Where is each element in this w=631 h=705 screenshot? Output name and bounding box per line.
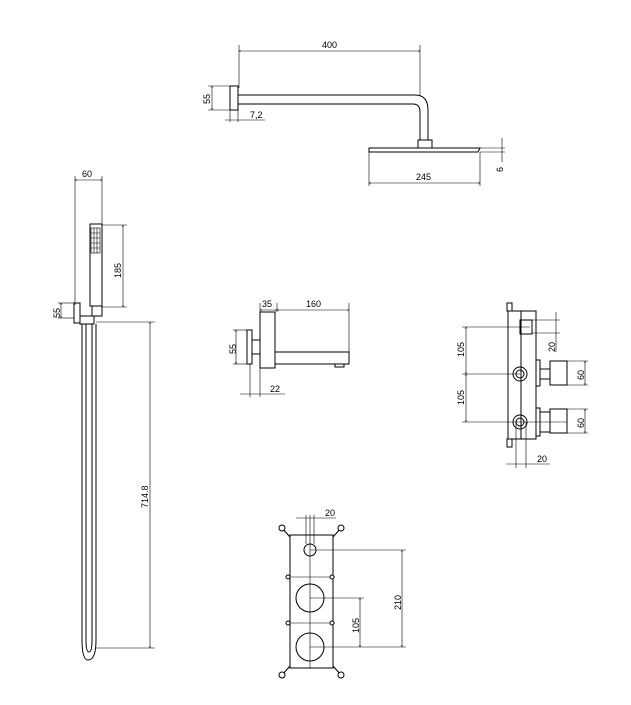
dim-flange-height: 55 — [202, 94, 212, 104]
valve-side-view: 105 105 20 60 60 20 — [456, 302, 588, 468]
dim-bracket-height: 55 — [52, 308, 62, 318]
dim-hose-length: 714.8 — [140, 485, 150, 508]
valve-plate — [289, 534, 334, 669]
dim-spout-flange-depth: 35 — [262, 299, 272, 309]
spout-flange — [246, 329, 253, 365]
shower-arm — [238, 94, 429, 140]
knob-top-plate — [535, 359, 541, 387]
dim-valve-top-offset: 20 — [547, 342, 557, 352]
dim-front-height-total: 210 — [393, 595, 403, 610]
shower-head — [368, 147, 481, 153]
arm-connector — [417, 139, 433, 149]
spray-face — [90, 227, 101, 254]
dim-valve-spacing-top: 105 — [456, 342, 466, 357]
dim-flange-depth: 7,2 — [250, 110, 263, 120]
dim-front-height-half: 105 — [351, 618, 361, 633]
valve-front-view: 20 210 105 — [278, 508, 406, 679]
dim-arm-length: 400 — [322, 40, 337, 50]
dim-valve-bottom-offset: 20 — [537, 454, 547, 464]
dim-spout-length: 160 — [306, 299, 321, 309]
spout-body — [259, 311, 276, 369]
wall-flange — [229, 85, 239, 111]
knob-bottom — [549, 408, 568, 434]
dim-knob-top: 60 — [576, 370, 586, 380]
hand-shower-view: 60 185 55 714.8 — [52, 169, 155, 661]
dim-spout-flange-height: 55 — [228, 344, 238, 354]
spout-view: 35 160 55 22 — [228, 299, 350, 397]
dim-valve-spacing-bottom: 105 — [456, 390, 466, 405]
dim-front-offset: 20 — [325, 508, 335, 518]
dim-spout-offset: 22 — [270, 384, 280, 394]
dim-head-thickness: 6 — [495, 167, 505, 172]
shower-arm-view: 400 55 7,2 245 6 — [202, 40, 505, 186]
spout-outlet — [274, 351, 350, 365]
dim-head-width: 245 — [416, 172, 431, 182]
dim-knob-bottom: 60 — [576, 418, 586, 428]
wall-bracket — [73, 302, 81, 324]
dim-handset-length: 185 — [113, 263, 123, 278]
dim-hand-width: 60 — [82, 169, 92, 179]
knob-top — [549, 360, 568, 386]
hose — [81, 324, 97, 661]
